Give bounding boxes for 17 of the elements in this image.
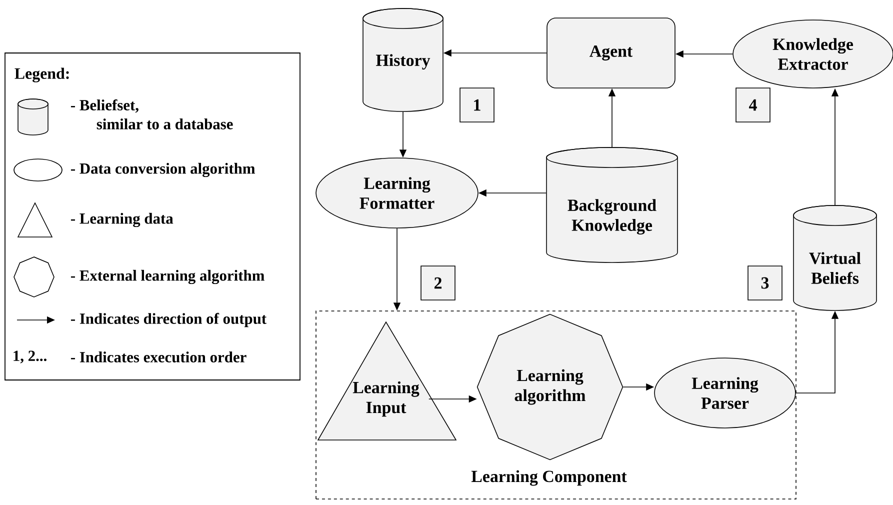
database-cylinder: Background Knowledge: [546, 147, 678, 263]
database-cylinder: Virtual Beliefs: [793, 205, 877, 311]
order-sample: 1, 2...: [14, 350, 46, 364]
legend-text: - Indicates execution order: [70, 352, 246, 362]
legend-title: Legend:: [14, 68, 69, 82]
legend-text: - External learning algorithm: [70, 270, 264, 284]
step-number-box: 4: [736, 88, 770, 122]
step-number-box: 1: [460, 88, 494, 122]
legend-text: - Learning data: [70, 212, 174, 228]
algorithm-octagon: Learning algorithm: [476, 314, 624, 460]
legend-text: - Beliefset, similar to a database: [70, 99, 233, 130]
legend-text: - Data conversion algorithm: [70, 162, 255, 178]
database-cylinder: History: [362, 8, 444, 112]
agent-box: Agent: [546, 18, 676, 88]
step-number-box: 2: [420, 266, 456, 300]
step-number-box: 3: [748, 266, 782, 300]
legend-text: - Indicates direction of output: [70, 312, 266, 328]
